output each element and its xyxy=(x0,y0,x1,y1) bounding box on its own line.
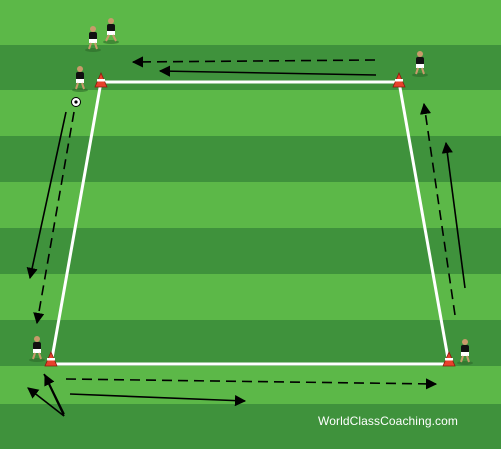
player xyxy=(412,51,428,77)
arrow-run-right xyxy=(441,141,466,289)
grass-stripe xyxy=(0,136,501,182)
grass-stripe xyxy=(0,274,501,320)
arrows xyxy=(26,56,466,417)
grass-stripe xyxy=(0,90,501,136)
arrow-pass-right xyxy=(419,102,456,316)
arrow-pass-left xyxy=(33,111,75,325)
grass-stripe xyxy=(0,366,501,404)
players xyxy=(29,18,473,365)
player xyxy=(85,26,101,52)
player xyxy=(29,336,45,362)
grass-stripe xyxy=(0,228,501,274)
watermark: WorldClassCoaching.com xyxy=(318,414,459,428)
arrow-check-away xyxy=(27,387,65,417)
player xyxy=(103,18,119,44)
cone-bottom-left xyxy=(44,350,58,367)
arrow-check-up xyxy=(44,373,65,415)
arrow-run-top xyxy=(158,65,377,77)
grass-stripe xyxy=(0,0,501,45)
cone-top-right xyxy=(392,71,406,88)
grass-stripe xyxy=(0,404,501,449)
player xyxy=(72,66,88,92)
cones xyxy=(44,71,456,367)
grass-stripe xyxy=(0,320,501,366)
ball xyxy=(71,97,81,107)
player xyxy=(457,339,473,365)
arrow-pass-top xyxy=(131,56,376,68)
cone-bottom-right xyxy=(442,350,456,367)
arrow-run-left xyxy=(26,111,67,280)
arrow-run-bottom xyxy=(69,393,247,407)
arrow-pass-bottom xyxy=(65,378,438,390)
cone-top-left xyxy=(94,71,108,88)
